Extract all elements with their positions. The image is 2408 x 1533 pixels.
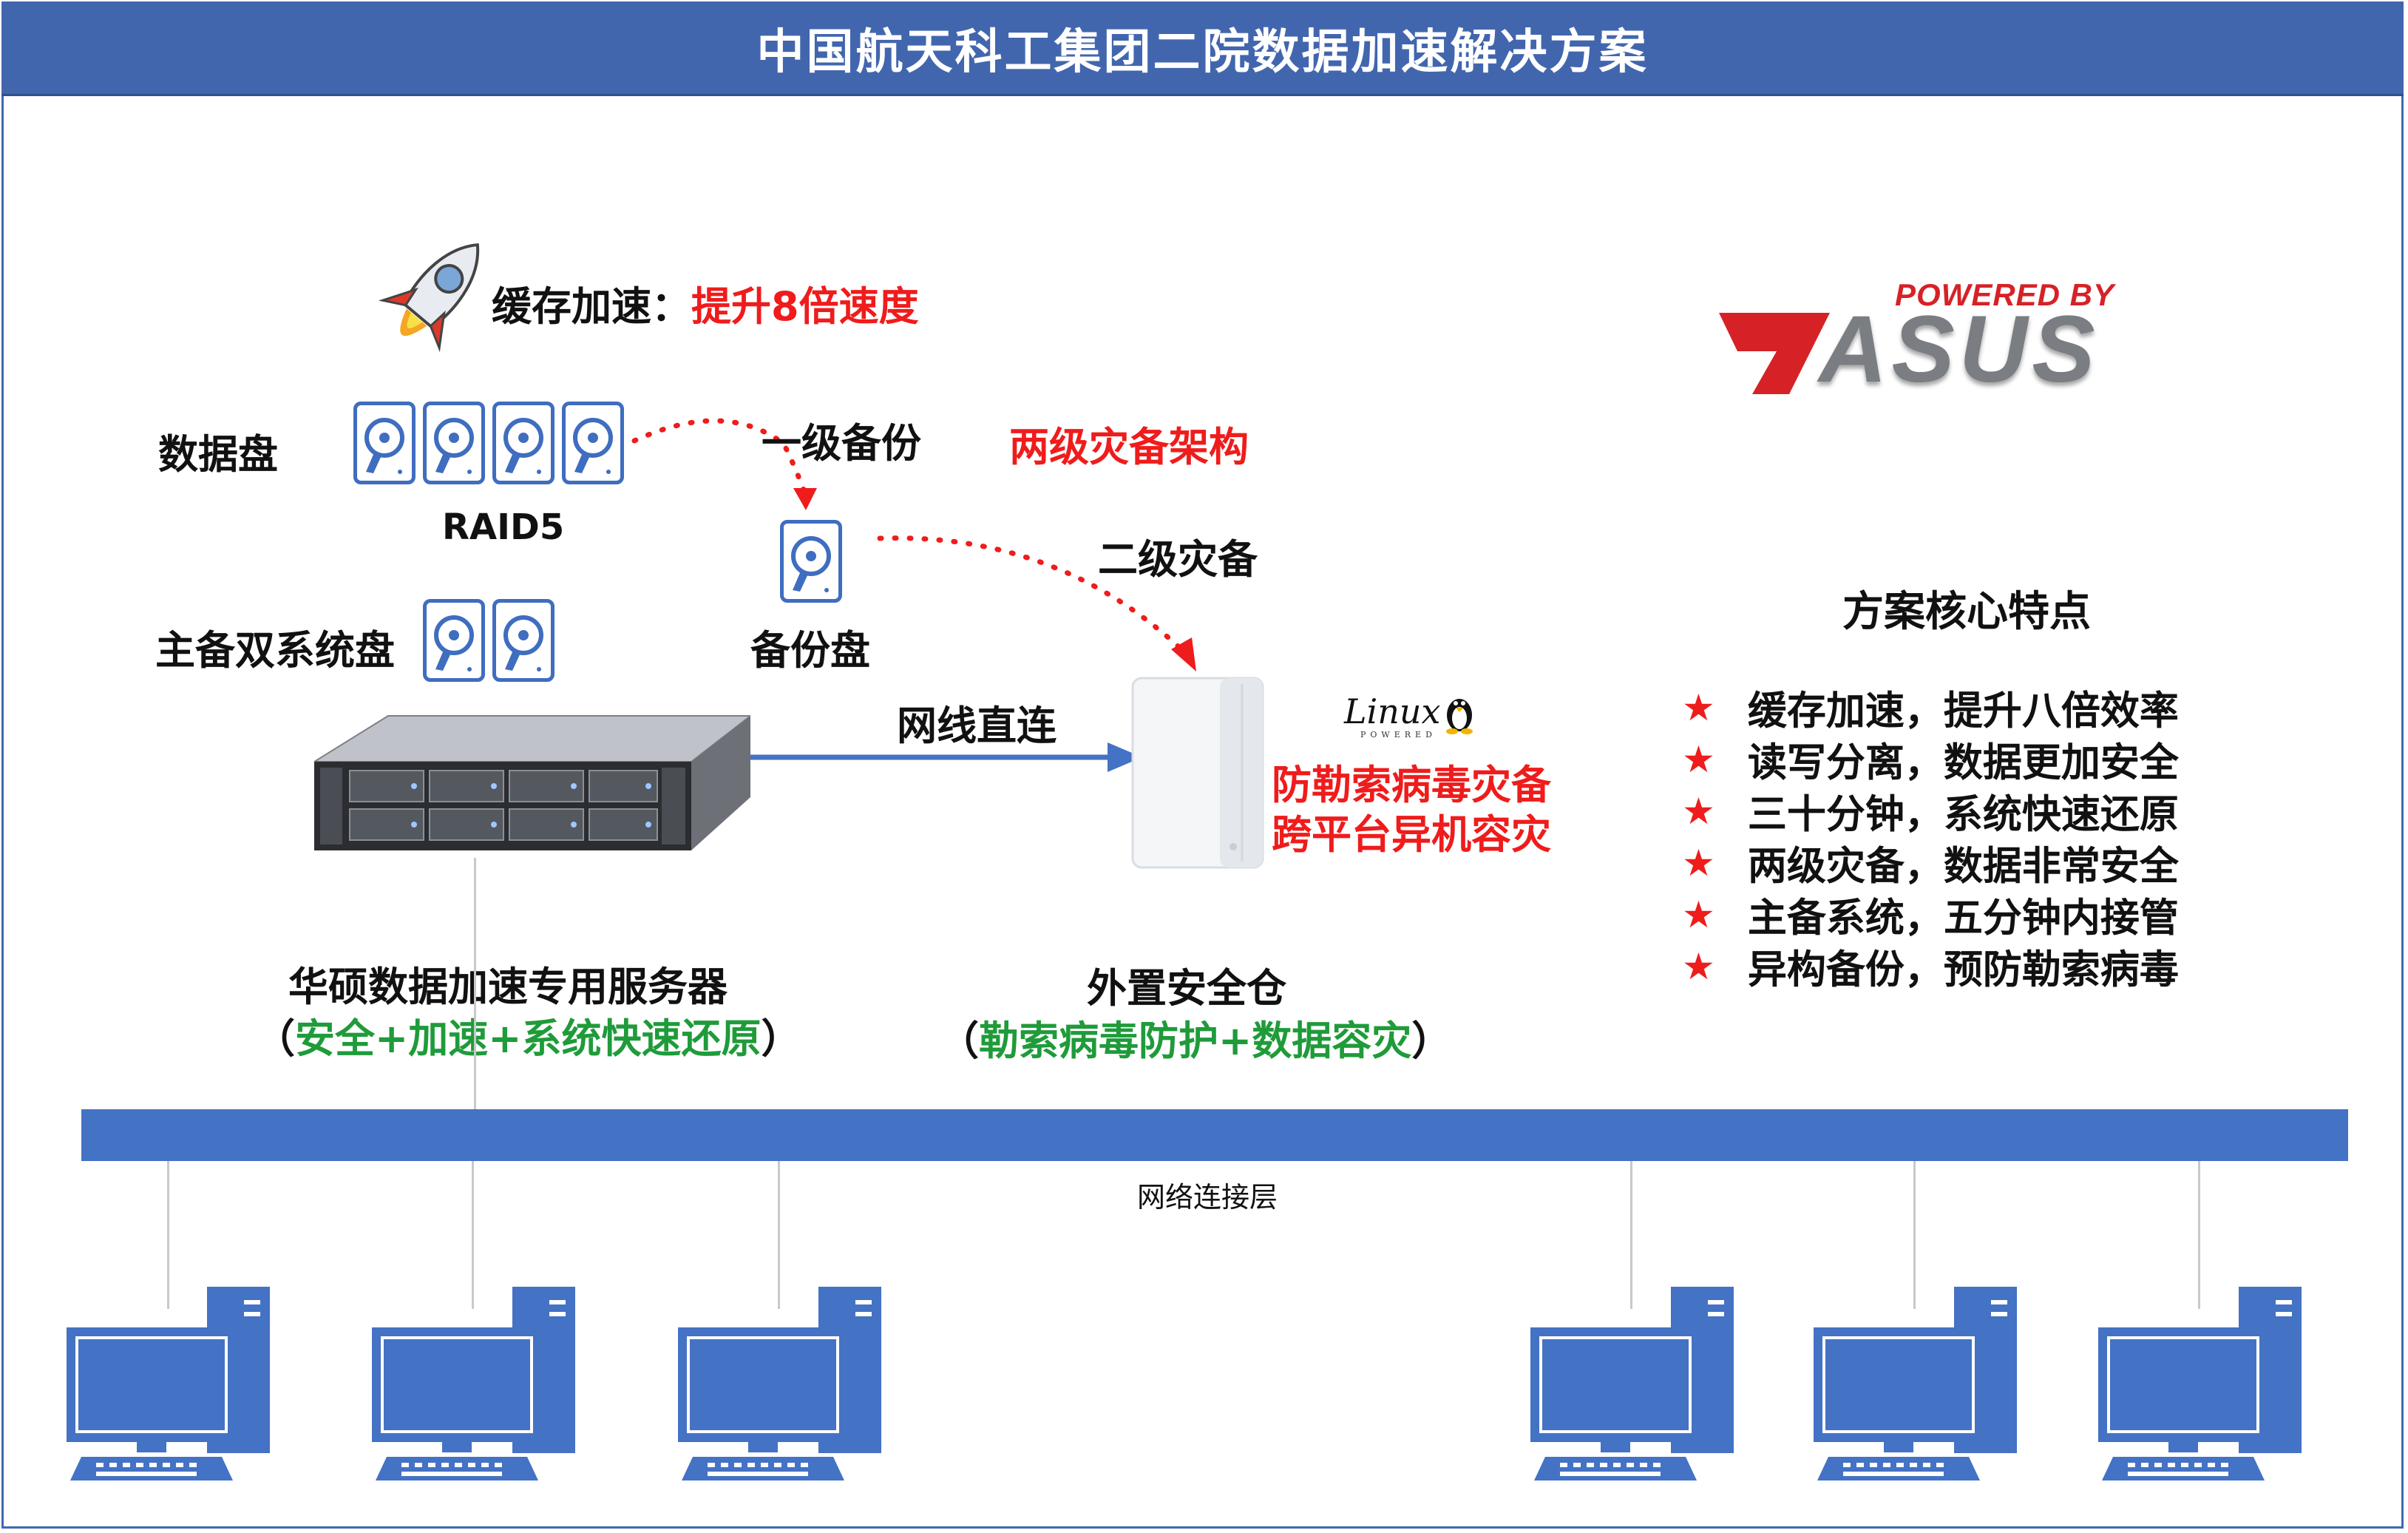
feature-text: 异构备份，预防勒索病毒 bbox=[1748, 938, 2179, 995]
feature-text: 两级灾备，数据非常安全 bbox=[1748, 835, 2179, 891]
star-icon: ★ bbox=[1682, 738, 1715, 781]
linux-logo-text: Linux bbox=[1344, 691, 1440, 731]
feature-item: ★ 读写分离，数据更加安全 bbox=[1682, 734, 2179, 785]
desktop-pc-icon bbox=[1530, 1287, 1752, 1486]
feature-text: 主备系统，五分钟内接管 bbox=[1748, 887, 2179, 943]
linux-penguin-icon: Linux POWERED bbox=[1344, 691, 1477, 751]
nas-box-icon bbox=[1131, 677, 1264, 872]
star-icon: ★ bbox=[1682, 893, 1715, 936]
feature-text: 三十分钟，系统快速还原 bbox=[1748, 783, 2179, 839]
level1-label: 一级备份 bbox=[762, 410, 921, 469]
asus-logo-icon: POWERED BY ASUS bbox=[1719, 277, 2222, 407]
network-direct-label: 网线直连 bbox=[897, 693, 1057, 751]
storage-title: 外置安全仓 bbox=[1087, 955, 1286, 1014]
desktop-pc-icon bbox=[2098, 1287, 2320, 1486]
feature-item: ★ 三十分钟，系统快速还原 bbox=[1682, 785, 2179, 837]
feature-item: ★ 两级灾备，数据非常安全 bbox=[1682, 837, 2179, 889]
level2-label: 二级灾备 bbox=[1098, 527, 1258, 585]
network-layer-label: 网络连接层 bbox=[1137, 1174, 1278, 1215]
server-paren-open: （ bbox=[255, 1015, 295, 1062]
server-detail: 安全+加速+系统快速还原 bbox=[295, 1015, 762, 1062]
feature-text: 读写分离，数据更加安全 bbox=[1748, 731, 2179, 788]
server-paren-close: ） bbox=[762, 1015, 801, 1062]
desktop-pc-icon bbox=[372, 1287, 594, 1486]
linux-logo-sub: POWERED bbox=[1360, 730, 1437, 740]
star-icon: ★ bbox=[1682, 686, 1715, 729]
feature-text: 缓存加速，提升八倍效率 bbox=[1748, 680, 2179, 736]
server-title: 华硕数据加速专用服务器 bbox=[288, 954, 728, 1012]
storage-paren-close: ） bbox=[1411, 1018, 1451, 1064]
ransomware-line-2: 跨平台异机容灾 bbox=[1272, 810, 1551, 859]
network-bar bbox=[81, 1109, 2348, 1161]
storage-paren-open: （ bbox=[939, 1018, 979, 1064]
server-rack-icon bbox=[314, 710, 750, 872]
feature-item: ★ 异构备份，预防勒索病毒 bbox=[1682, 941, 2179, 992]
star-icon: ★ bbox=[1682, 945, 1715, 988]
ransomware-line-1: 防勒索病毒灾备 bbox=[1272, 760, 1551, 810]
features-list: ★ 缓存加速，提升八倍效率 ★ 读写分离，数据更加安全 ★ 三十分钟，系统快速还原 ★… bbox=[1682, 682, 2179, 992]
star-icon: ★ bbox=[1682, 842, 1715, 884]
feature-item: ★ 主备系统，五分钟内接管 bbox=[1682, 889, 2179, 941]
star-icon: ★ bbox=[1682, 790, 1715, 833]
server-network-line bbox=[474, 858, 476, 1109]
asus-brand: ASUS bbox=[1819, 302, 2100, 397]
desktop-pc-icon bbox=[1814, 1287, 2035, 1486]
two-level-label: 两级灾备架构 bbox=[1009, 414, 1249, 473]
storage-detail: 勒索病毒防护+数据容灾 bbox=[979, 1018, 1411, 1064]
feature-item: ★ 缓存加速，提升八倍效率 bbox=[1682, 682, 2179, 734]
features-title: 方案核心特点 bbox=[1842, 578, 2091, 638]
desktop-pc-icon bbox=[678, 1287, 900, 1486]
desktop-pc-icon bbox=[67, 1287, 288, 1486]
